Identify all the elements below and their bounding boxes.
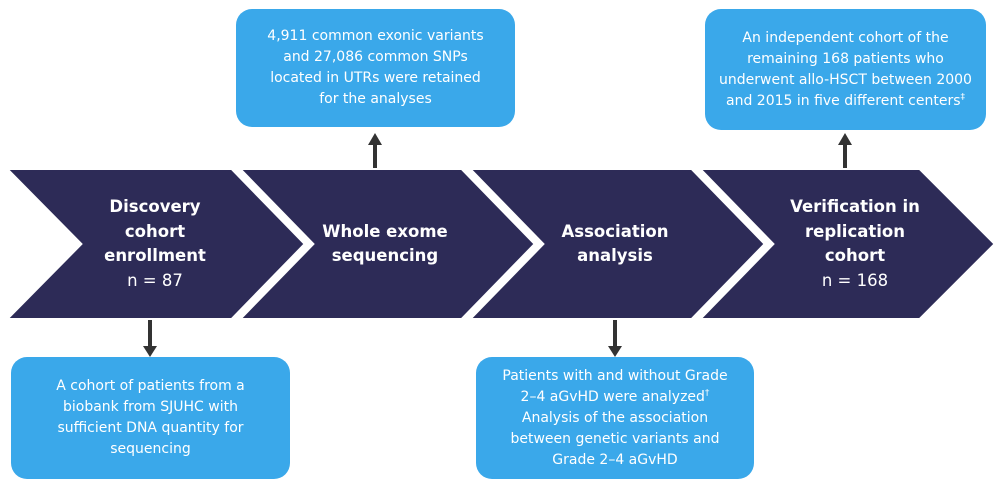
chevron-replication <box>693 166 999 322</box>
chevron-discovery <box>0 166 309 322</box>
note-line: and 2015 in five different centers‡ <box>719 91 972 112</box>
stage-count: n = 87 <box>127 270 183 290</box>
note-line: located in UTRs were retained <box>270 70 481 86</box>
note-line: and 27,086 common SNPs <box>283 49 468 65</box>
arrow-sequencing-up <box>368 133 382 168</box>
stage-title-line: cohort <box>124 221 186 241</box>
stage-title-line: replication <box>805 221 905 241</box>
note-line: remaining 168 patients who <box>747 50 944 67</box>
stage-discovery: Discovery cohort enrollment n = 87 <box>60 168 250 320</box>
footnote-mark: † <box>704 387 710 398</box>
stage-title-line: Whole exome <box>322 221 448 241</box>
note-sequencing: 4,911 common exonic variants and 27,086 … <box>236 9 515 127</box>
stage-title-line: Association <box>561 221 669 241</box>
note-line: Patients with and without Grade <box>502 367 728 384</box>
stage-title-line: Discovery <box>109 197 201 216</box>
arrow-association-down <box>608 320 622 357</box>
arrow-replication-up <box>838 133 852 168</box>
note-line: Grade 2–4 aGvHD <box>552 451 678 468</box>
note-line: sufficient DNA quantity for <box>57 420 244 436</box>
footnote-mark: ‡ <box>960 91 966 102</box>
stage-title-line: analysis <box>577 246 653 265</box>
note-line: biobank from SJUHC with <box>62 399 238 415</box>
note-line: Analysis of the association <box>521 409 709 426</box>
chevron-sequencing <box>233 166 539 322</box>
stage-title-line: sequencing <box>331 246 439 265</box>
stage-title-line: enrollment <box>104 246 206 265</box>
note-replication: An independent cohort of the remaining 1… <box>705 9 986 130</box>
chevron-association <box>463 166 769 322</box>
note-line: 4,911 common exonic variants <box>267 28 484 44</box>
stage-title-line: cohort <box>824 246 886 265</box>
arrow-discovery-down <box>143 320 157 357</box>
note-line: underwent allo-HSCT between 2000 <box>719 71 972 88</box>
note-line: An independent cohort of the <box>742 29 949 46</box>
note-line: sequencing <box>110 441 191 457</box>
note-text: 2–4 aGvHD were analyzed <box>520 388 705 405</box>
note-line: A cohort of patients from a <box>56 378 245 394</box>
stage-title-line: Verification in <box>790 197 920 216</box>
stage-association: Association analysis <box>515 168 715 320</box>
note-line: 2–4 aGvHD were analyzed† <box>502 387 727 408</box>
stage-count: n = 168 <box>821 270 889 290</box>
note-line: for the analyses <box>319 91 432 107</box>
note-association: Patients with and without Grade 2–4 aGvH… <box>476 357 754 479</box>
note-text: and 2015 in five different centers <box>726 92 961 109</box>
stage-sequencing: Whole exome sequencing <box>285 168 485 320</box>
stage-replication: Verification in replication cohort n = 1… <box>755 168 955 320</box>
note-discovery: A cohort of patients from a biobank from… <box>11 357 290 479</box>
note-line: between genetic variants and <box>510 430 720 447</box>
